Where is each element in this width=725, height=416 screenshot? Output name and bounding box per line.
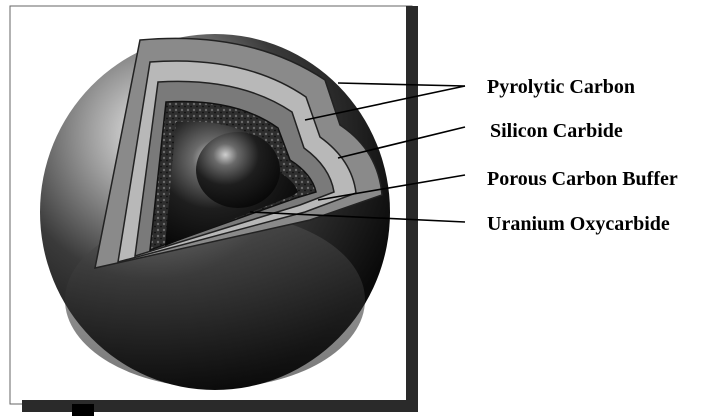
frame-shadow-right	[406, 6, 418, 412]
label-pyrolytic-carbon: Pyrolytic Carbon	[487, 76, 635, 98]
particle-sphere	[40, 34, 390, 390]
labels: Pyrolytic Carbon Silicon Carbide Porous …	[487, 76, 678, 235]
kernel-sphere	[196, 132, 280, 208]
frame-notch	[72, 404, 94, 416]
label-uranium-oxycarbide: Uranium Oxycarbide	[487, 213, 670, 235]
label-porous-carbon-buffer: Porous Carbon Buffer	[487, 168, 678, 190]
label-silicon-carbide: Silicon Carbide	[490, 120, 623, 142]
